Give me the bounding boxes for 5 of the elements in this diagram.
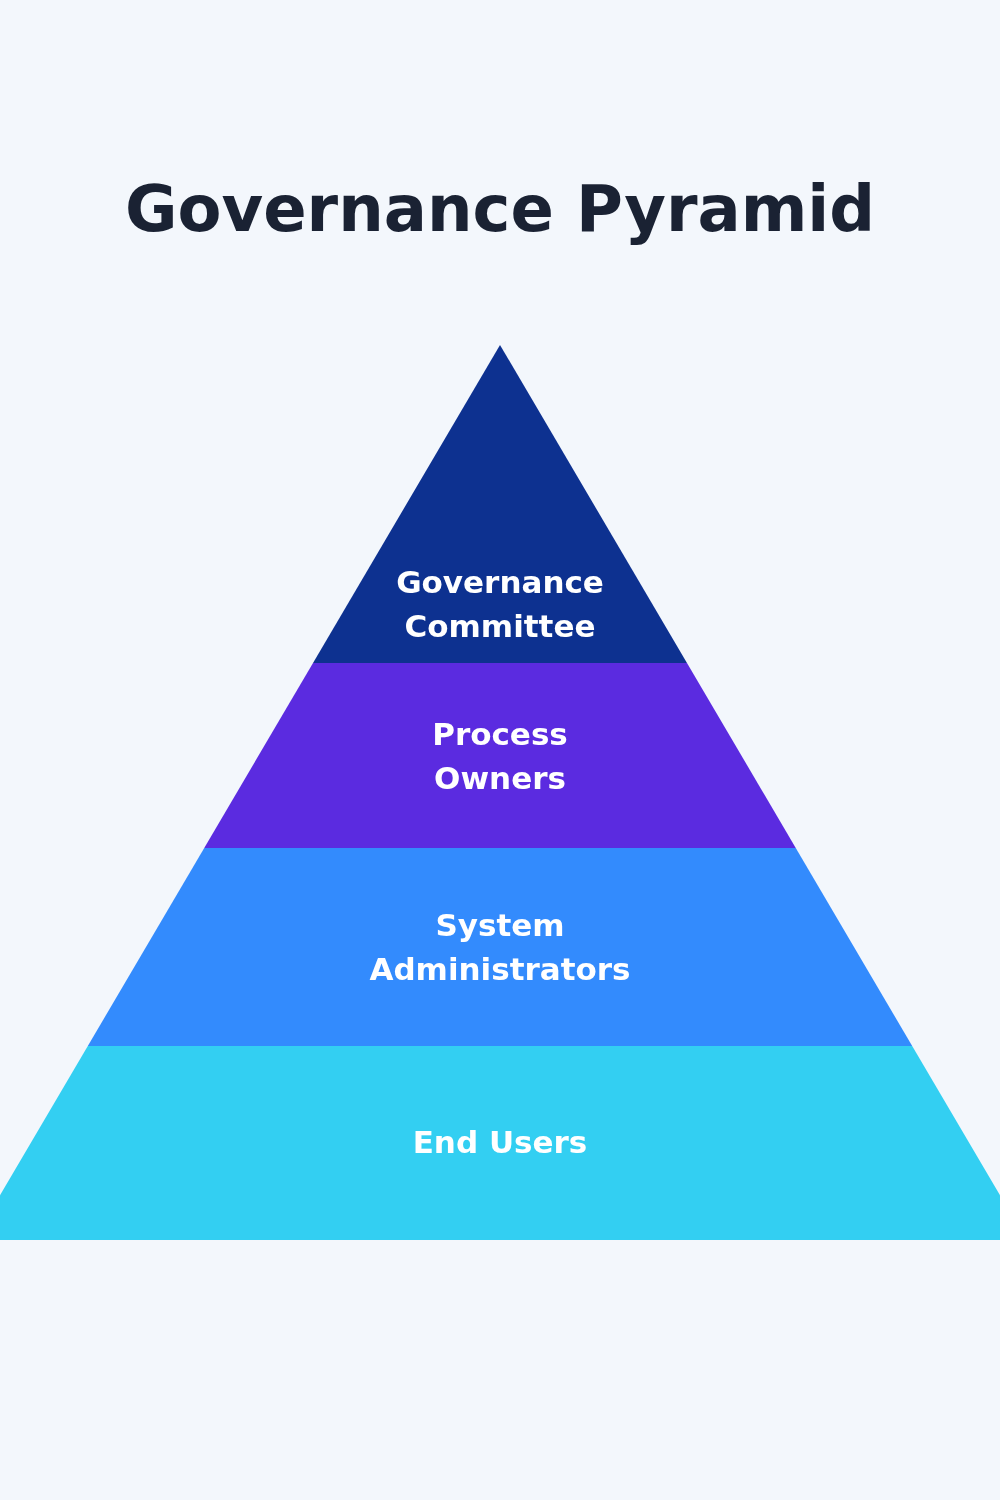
tier-label: Process Owners <box>431 714 569 798</box>
tier-label: Governance Committee <box>395 563 605 646</box>
tier-label: End Users <box>411 1123 589 1162</box>
title: Governance Pyramid <box>123 172 877 246</box>
tier-label: System Administrators <box>368 906 632 989</box>
